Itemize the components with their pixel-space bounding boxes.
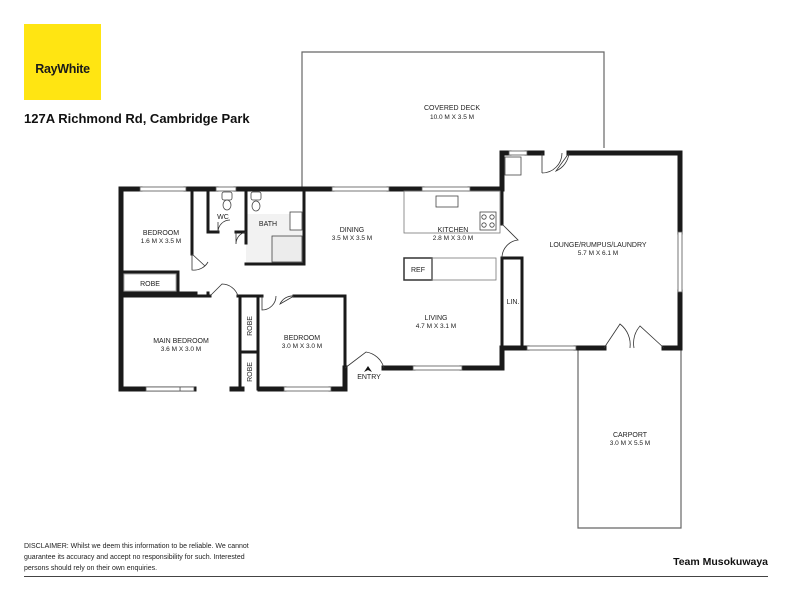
- ray-white-logo: RayWhite: [24, 24, 101, 100]
- laundry-tub: [504, 156, 522, 176]
- bedroom-label: BEDROOM: [284, 335, 320, 342]
- robe-label-1: ROBE: [140, 281, 160, 288]
- disclaimer-text: DISCLAIMER: Whilst we deem this informat…: [24, 543, 249, 572]
- dining-dims: 3.5 M X 3.5 M: [332, 235, 372, 242]
- shower: [271, 235, 303, 263]
- logo-text: RayWhite: [35, 62, 90, 76]
- entry-label: ENTRY: [357, 374, 381, 381]
- exterior-walls: [118, 150, 683, 392]
- wc-toilet: [221, 191, 233, 201]
- robe-label-3: ROBE: [247, 362, 254, 382]
- wc-bowl: [222, 199, 232, 211]
- covered-deck-dims: 10.0 M X 3.5 M: [430, 114, 474, 121]
- bath-toilet: [250, 191, 262, 201]
- lounge-label: LOUNGE/RUMPUS/LAUNDRY: [549, 242, 646, 249]
- covered-deck-outline: [301, 51, 605, 189]
- outdoor-areas: [301, 51, 682, 529]
- property-address: 127A Richmond Rd, Cambridge Park: [24, 111, 250, 126]
- living-dims: 4.7 M X 3.1 M: [416, 323, 456, 330]
- vanity: [289, 211, 303, 231]
- carport-outline: [577, 347, 682, 529]
- bath-label: BATH: [259, 221, 277, 228]
- lounge-dims: 5.7 M X 6.1 M: [578, 250, 618, 257]
- robe-small-bedroom: [123, 273, 177, 292]
- kitchen-bench: [403, 190, 501, 234]
- cooktop: [479, 211, 497, 231]
- dining-label: DINING: [340, 227, 365, 234]
- robe-label-2: ROBE: [247, 316, 254, 336]
- bedroom-dims: 3.0 M X 3.0 M: [282, 343, 322, 350]
- bedroom-small-label: BEDROOM: [143, 230, 179, 237]
- lin-label: LIN.: [507, 299, 520, 306]
- door-swings: [191, 152, 665, 369]
- carport-label: CARPORT: [613, 432, 648, 439]
- wc-label: WC: [217, 214, 229, 221]
- living-label: LIVING: [425, 315, 448, 322]
- main-bedroom-label: MAIN BEDROOM: [153, 338, 209, 345]
- bedroom-small-dims: 1.6 M X 3.5 M: [141, 238, 181, 245]
- footer-divider: [24, 576, 768, 577]
- entry-arrow: [364, 366, 372, 372]
- interior-walls: [119, 187, 524, 391]
- ref-label: REF: [411, 267, 425, 274]
- agent-name: Team Musokuwaya: [673, 556, 768, 568]
- fixtures: [123, 156, 522, 292]
- covered-deck-label: COVERED DECK: [424, 105, 480, 112]
- kitchen-label: KITCHEN: [438, 227, 469, 234]
- carport-dims: 3.0 M X 5.5 M: [610, 440, 650, 447]
- room-labels: COVERED DECK 10.0 M X 3.5 M BEDROOM 1.6 …: [140, 105, 650, 447]
- kitchen-island: [431, 257, 497, 281]
- sink: [435, 195, 459, 208]
- kitchen-dims: 2.8 M X 3.0 M: [433, 235, 473, 242]
- main-bedroom-dims: 3.6 M X 3.0 M: [161, 346, 201, 353]
- windows: [139, 150, 683, 392]
